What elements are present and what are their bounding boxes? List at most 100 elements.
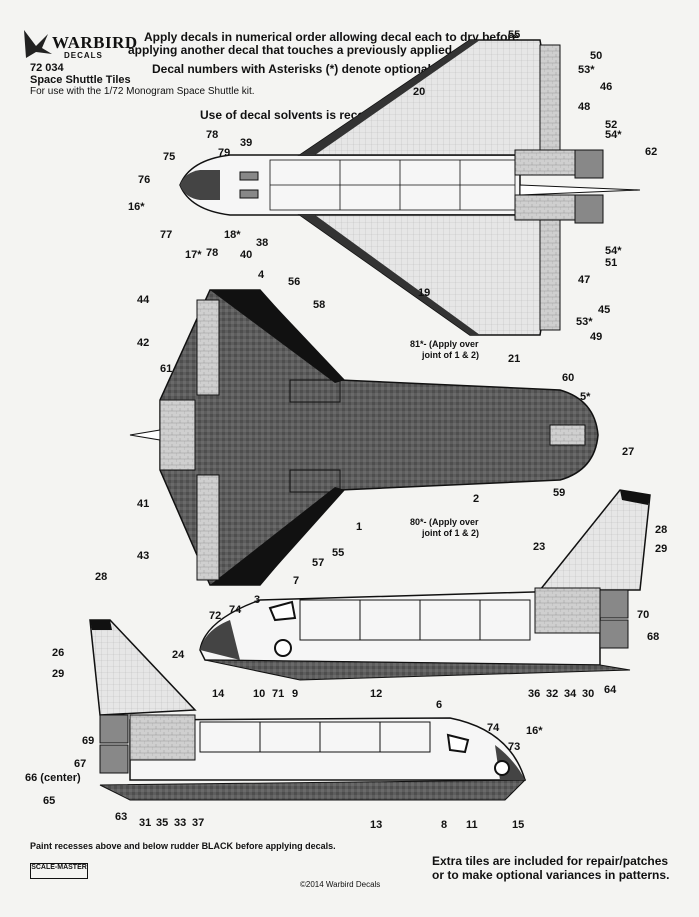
callout-top: 53* bbox=[576, 316, 593, 328]
warbird-logo-icon bbox=[24, 30, 52, 58]
callout-side-left: 16* bbox=[526, 725, 543, 737]
callout-side-right: 27 bbox=[622, 446, 634, 458]
callout-side-right: 14 bbox=[212, 688, 225, 700]
callout-side-left: 69 bbox=[82, 735, 94, 747]
product-code: 72 034 bbox=[30, 62, 64, 74]
callout-bottom: 56 bbox=[288, 276, 300, 288]
callout-bottom: 4 bbox=[258, 269, 265, 281]
callout-top: 54* bbox=[605, 129, 622, 141]
callout-top: 62 bbox=[645, 146, 657, 158]
callout-side-right: 10 bbox=[253, 688, 265, 700]
note-81: 81*- (Apply over bbox=[410, 339, 479, 349]
callouts: 75 76 16* 77 17* 78 79 78 18* 39 40 38 2… bbox=[25, 29, 667, 831]
callout-top: 52 bbox=[605, 119, 617, 131]
callout-top: 45 bbox=[598, 304, 610, 316]
callout-top: 78 bbox=[206, 247, 218, 259]
callout-side-right: 70 bbox=[637, 609, 649, 621]
bottom-view bbox=[129, 289, 599, 586]
callout-side-left: 6 bbox=[436, 699, 442, 711]
instruction-line-3: Decal numbers with Asterisks (*) denote … bbox=[152, 62, 475, 76]
callout-bottom: 42 bbox=[137, 337, 149, 349]
callout-top: 18* bbox=[224, 229, 241, 241]
top-view bbox=[179, 39, 641, 336]
callout-top: 19 bbox=[418, 287, 430, 299]
callout-side-right: 32 bbox=[546, 688, 558, 700]
callout-side-left: 63 bbox=[115, 811, 127, 823]
callout-bottom: 61 bbox=[160, 363, 172, 375]
callout-bottom: 41 bbox=[137, 498, 149, 510]
callout-side-left: 65 bbox=[43, 795, 55, 807]
side-view-left bbox=[89, 619, 527, 801]
callout-side-left: 35 bbox=[156, 817, 168, 829]
product-title: Space Shuttle Tiles bbox=[30, 74, 131, 86]
callout-side-right: 72 bbox=[209, 610, 221, 622]
instruction-line-2: applying another decal that touches a pr… bbox=[128, 43, 481, 57]
callout-top: 21 bbox=[508, 353, 520, 365]
callout-side-right: 34 bbox=[564, 688, 577, 700]
callout-top: 50 bbox=[590, 50, 602, 62]
callout-top: 55 bbox=[508, 29, 520, 41]
callout-top: 48 bbox=[578, 101, 590, 113]
callout-top: 16* bbox=[128, 201, 145, 213]
callout-side-right: 71 bbox=[272, 688, 284, 700]
callout-side-left: 29 bbox=[52, 668, 64, 680]
callout-side-left: 31 bbox=[139, 817, 151, 829]
callout-top: 38 bbox=[256, 237, 268, 249]
callout-side-left: 28 bbox=[95, 571, 107, 583]
callout-side-left: 33 bbox=[174, 817, 186, 829]
callout-side-left: 13 bbox=[370, 819, 382, 831]
callout-side-right: 7 bbox=[293, 575, 299, 587]
callout-side-right: 23 bbox=[533, 541, 545, 553]
brand-sub: DECALS bbox=[64, 51, 103, 60]
callout-bottom: 5* bbox=[580, 391, 591, 403]
note-80: 80*- (Apply over bbox=[410, 517, 479, 527]
callout-side-left: 11 bbox=[466, 819, 478, 831]
callout-bottom: 3 bbox=[254, 594, 260, 606]
product-subtitle: For use with the 1/72 Monogram Space Shu… bbox=[30, 86, 255, 97]
callout-side-right: 28 bbox=[655, 524, 667, 536]
callout-side-left: 15 bbox=[512, 819, 524, 831]
callout-top: 53* bbox=[578, 64, 595, 76]
callout-top: 51 bbox=[605, 257, 617, 269]
extra-tiles-line-1: Extra tiles are included for repair/patc… bbox=[432, 854, 669, 868]
callout-top: 79 bbox=[218, 147, 230, 159]
callout-top: 49 bbox=[590, 331, 602, 343]
callout-top: 77 bbox=[160, 229, 172, 241]
brand-name: WARBIRD bbox=[52, 33, 138, 52]
callout-side-right: 12 bbox=[370, 688, 382, 700]
callout-top: 76 bbox=[138, 174, 150, 186]
note-80b: joint of 1 & 2) bbox=[421, 528, 479, 538]
callout-bottom: 57 bbox=[312, 557, 324, 569]
paint-note: Paint recesses above and below rudder BL… bbox=[30, 841, 336, 851]
callout-top: 39 bbox=[240, 137, 252, 149]
callout-bottom: 1 bbox=[356, 521, 362, 533]
copyright: ©2014 Warbird Decals bbox=[300, 880, 381, 889]
callout-bottom: 43 bbox=[137, 550, 149, 562]
scale-master-logo: SCALE-MASTER bbox=[30, 863, 88, 879]
callout-bottom: 2 bbox=[473, 493, 479, 505]
callout-side-left: 67 bbox=[74, 758, 86, 770]
callout-bottom: 59 bbox=[553, 487, 565, 499]
callout-side-left: 8 bbox=[441, 819, 447, 831]
callout-side-left: 24 bbox=[172, 649, 185, 661]
callout-side-right: 30 bbox=[582, 688, 594, 700]
callout-top: 20 bbox=[413, 86, 425, 98]
callout-side-right: 36 bbox=[528, 688, 540, 700]
callout-bottom: 44 bbox=[137, 294, 150, 306]
callout-side-right: 74 bbox=[229, 604, 242, 616]
callout-top: 75 bbox=[163, 151, 175, 163]
callout-top: 17* bbox=[185, 249, 202, 261]
callout-side-left: 37 bbox=[192, 817, 204, 829]
callout-side-right: 9 bbox=[292, 688, 298, 700]
callout-side-left: 66 (center) bbox=[25, 772, 81, 784]
note-81b: joint of 1 & 2) bbox=[421, 350, 479, 360]
callout-side-left: 73 bbox=[508, 741, 520, 753]
callout-side-right: 64 bbox=[604, 684, 617, 696]
callout-top: 46 bbox=[600, 81, 612, 93]
callout-bottom: 55 bbox=[332, 547, 344, 559]
callout-top: 54* bbox=[605, 245, 622, 257]
callout-bottom: 58 bbox=[313, 299, 325, 311]
callout-side-left: 26 bbox=[52, 647, 64, 659]
callout-top: 40 bbox=[240, 249, 252, 261]
